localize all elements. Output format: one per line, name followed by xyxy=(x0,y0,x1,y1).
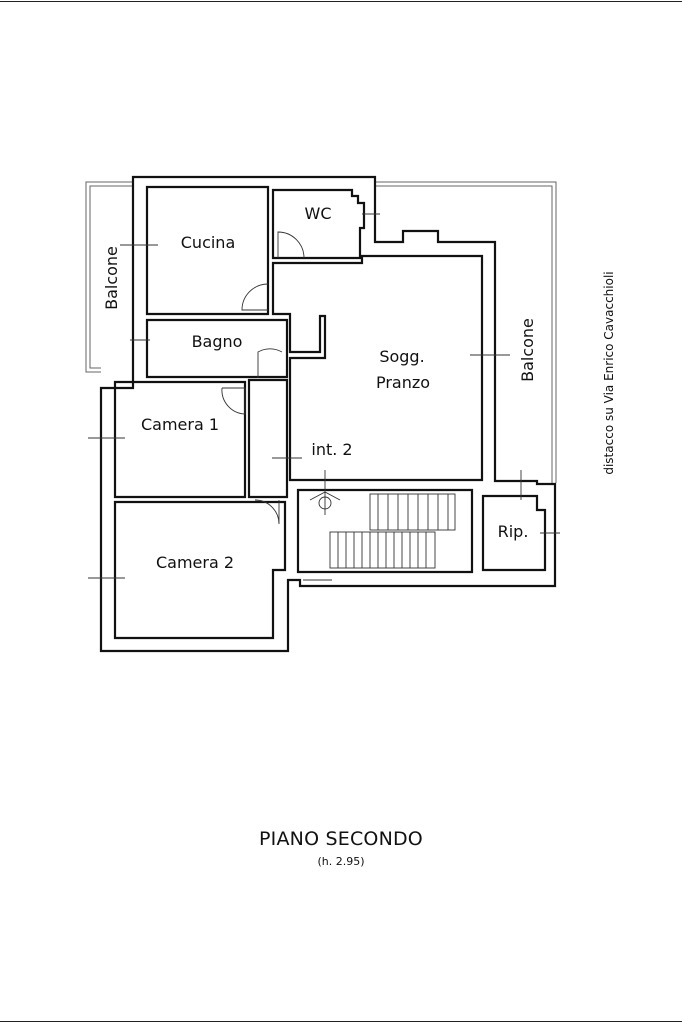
corridor xyxy=(247,378,289,499)
label-balcone-left: Balcone xyxy=(102,246,121,310)
label-ripostiglio: Rip. xyxy=(498,522,529,541)
room-bagno xyxy=(145,318,289,379)
label-bagno: Bagno xyxy=(192,332,243,351)
label-int2: int. 2 xyxy=(311,440,352,459)
label-camera2: Camera 2 xyxy=(156,553,234,572)
doors xyxy=(221,231,305,525)
windows xyxy=(88,213,560,581)
floor-height: (h. 2.95) xyxy=(317,855,365,868)
label-soggiorno: Sogg. xyxy=(379,347,424,366)
room-cucina xyxy=(145,185,270,316)
side-note: distacco su Via Enrico Cavacchioli xyxy=(602,271,616,474)
balcony-right xyxy=(375,181,557,483)
room-camera2 xyxy=(113,500,287,640)
label-cucina: Cucina xyxy=(181,233,236,252)
room-wc xyxy=(271,188,366,260)
room-ripostiglio xyxy=(481,494,547,572)
label-wc: WC xyxy=(305,204,332,223)
stairs xyxy=(329,493,456,569)
room-soggiorno xyxy=(271,254,484,482)
room-camera1 xyxy=(113,380,247,499)
label-pranzo: Pranzo xyxy=(376,373,430,392)
floor-title: PIANO SECONDO xyxy=(259,828,423,850)
outer-wall xyxy=(99,175,557,653)
bottom-border xyxy=(0,1021,682,1022)
stairwell xyxy=(296,488,474,574)
balcony-left xyxy=(85,181,133,373)
label-camera1: Camera 1 xyxy=(141,415,219,434)
top-border xyxy=(0,1,682,2)
label-balcone-right: Balcone xyxy=(518,318,537,382)
